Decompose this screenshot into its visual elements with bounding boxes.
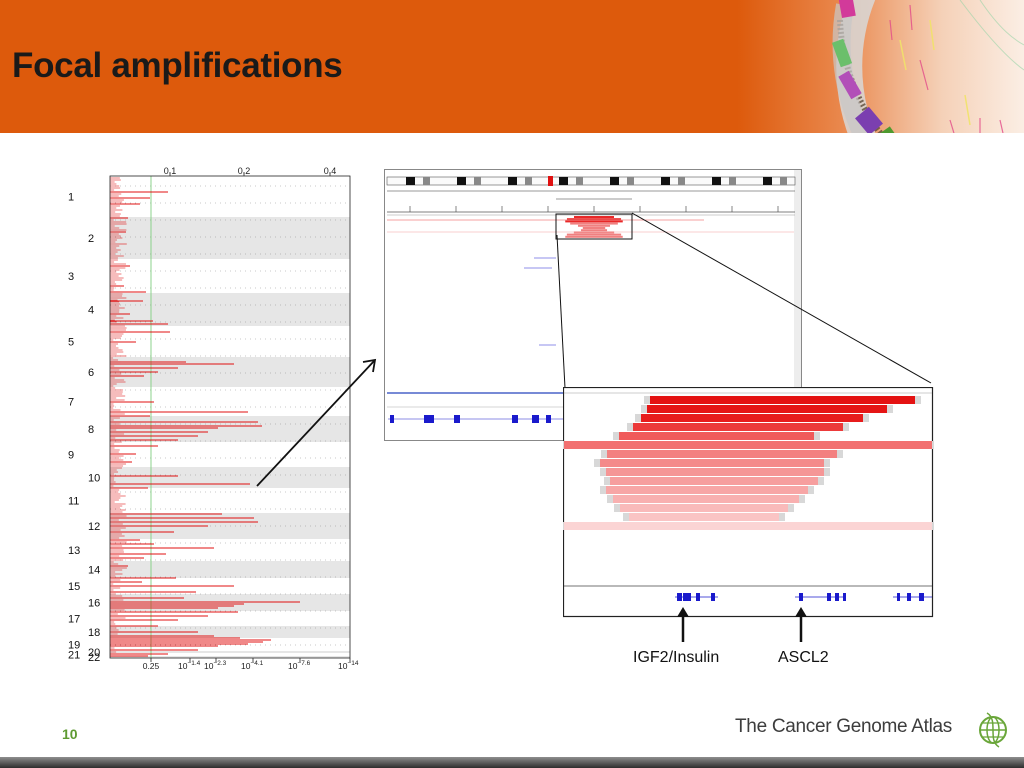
gene-exon <box>711 593 715 601</box>
slide-header: Focal amplifications <box>0 0 1024 133</box>
slide-number: 10 <box>62 726 78 742</box>
copy-number-segment <box>580 229 608 232</box>
top-axis-tick-label: 0.1 <box>164 166 177 176</box>
copy-number-segment <box>582 227 606 229</box>
copy-number-segment <box>566 218 622 221</box>
circos-plot-decoration <box>831 0 1024 133</box>
gene-exon <box>454 415 460 423</box>
chromosome-label: 14 <box>88 565 100 577</box>
copy-number-segment <box>565 235 623 238</box>
copy-number-segment <box>570 222 618 225</box>
chromosome-label: 7 <box>68 397 74 409</box>
gene-exon <box>677 593 682 601</box>
chromosome-label: 19 <box>68 640 80 652</box>
chromosome-label: 6 <box>88 367 94 379</box>
top-axis-tick-label: 0.2 <box>238 166 251 176</box>
copy-number-segment <box>565 220 623 223</box>
gene-exon <box>843 593 846 601</box>
amplification-segment <box>610 477 818 485</box>
chromosome-label: 3 <box>68 271 74 283</box>
gene-exon <box>683 593 691 601</box>
gene-exon <box>827 593 831 601</box>
gene-arrows <box>677 607 807 642</box>
gene-exon <box>424 415 434 423</box>
pointer-arrow <box>256 358 377 487</box>
amplification-segment <box>619 432 814 440</box>
top-axis-tick-label: 0.4 <box>324 166 337 176</box>
copy-number-segment <box>573 231 615 234</box>
amplification-segment <box>606 468 824 476</box>
tcga-logo-text: The Cancer Genome Atlas <box>735 716 952 737</box>
amplification-segment <box>607 450 837 458</box>
chromosome-label: 18 <box>88 627 100 639</box>
zoom-region-box <box>555 213 633 240</box>
amplification-segment <box>606 486 808 494</box>
chromosome-band <box>110 651 350 653</box>
bottom-axis-tick-label: 10−14 <box>338 660 359 671</box>
chromosome-label: 15 <box>68 581 80 593</box>
chromosome-label: 2 <box>88 233 94 245</box>
gene-exon <box>835 593 839 601</box>
chromosome-label: 1 <box>68 192 74 204</box>
bottom-axis-tick-label: 10−4.1 <box>241 660 264 671</box>
amplification-segment <box>647 405 887 413</box>
chromosome-label: 4 <box>88 305 94 317</box>
amplification-segment <box>629 513 779 521</box>
bottom-axis-tick-label: 10−1.4 <box>178 660 201 671</box>
chromosome-band <box>110 561 350 578</box>
chromosome-band <box>110 217 350 259</box>
chromosome-label: 20 <box>88 647 100 659</box>
bottom-axis-tick-label: 0.25 <box>143 661 160 671</box>
amplification-segment <box>650 396 915 404</box>
zoom-connector-lines <box>556 212 932 389</box>
chromosome-label: 21 <box>68 650 80 662</box>
gene-exon <box>390 415 394 423</box>
amplification-segment <box>633 423 843 431</box>
chromosome-label: 10 <box>88 473 100 485</box>
gene-exon <box>512 415 518 423</box>
gene-exon <box>799 593 803 601</box>
amplification-segment <box>564 522 932 530</box>
bottom-bar <box>0 757 1024 768</box>
amplification-segment <box>564 441 932 449</box>
gene-exon <box>696 593 700 601</box>
chromosome-label: 8 <box>88 424 94 436</box>
chromosome-band <box>110 467 350 488</box>
plot-frame <box>109 175 351 659</box>
chromosome-ideogram <box>386 176 796 186</box>
amplification-segment <box>641 414 863 422</box>
gene-exon <box>534 415 539 423</box>
chromosome-band <box>110 656 350 658</box>
zoomed-region-panel <box>563 387 934 618</box>
gene-exon <box>907 593 911 601</box>
chromosome-label: 13 <box>68 545 80 557</box>
chromosome-label: 17 <box>68 614 80 626</box>
amplification-segment <box>613 495 799 503</box>
chromosome-label: 9 <box>68 450 74 462</box>
copy-number-segment <box>566 233 622 236</box>
amplification-segment <box>620 504 788 512</box>
copy-number-segment <box>574 216 614 218</box>
gene-label-igf2-insulin: IGF2/Insulin <box>633 649 720 666</box>
bottom-axis-tick-label: 10−7.6 <box>288 660 311 671</box>
amplification-segment <box>600 459 824 467</box>
gene-exon <box>546 415 551 423</box>
slide-title: Focal amplifications <box>12 46 343 85</box>
gene-exon <box>919 593 924 601</box>
chromosome-label: 22 <box>88 652 100 664</box>
chromosome-band <box>110 626 350 638</box>
gene-exon <box>897 593 900 601</box>
gene-label-ascl2: ASCL2 <box>778 649 829 666</box>
chromosome-label: 11 <box>68 496 79 508</box>
chromosome-label: 12 <box>88 521 100 533</box>
globe-logo-icon <box>979 712 1007 748</box>
copy-number-segment <box>577 224 611 227</box>
bottom-axis-tick-label: 10−2.3 <box>204 660 227 671</box>
chromosome-label: 5 <box>68 337 74 349</box>
chromosome-label: 16 <box>88 598 100 610</box>
